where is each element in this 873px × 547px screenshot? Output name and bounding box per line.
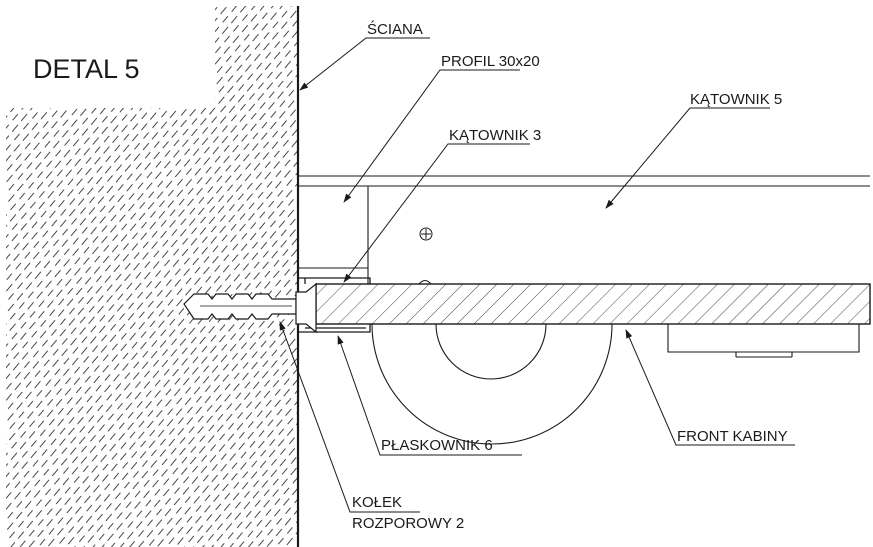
label-front-kabiny: FRONT KABINY — [677, 428, 788, 445]
katownik-5-body — [298, 175, 870, 284]
wall-section — [6, 6, 300, 547]
front-panel — [315, 283, 871, 325]
screw-head-small — [418, 280, 432, 285]
lock-housing — [667, 324, 860, 358]
label-katownik-3: KĄTOWNIK 3 — [449, 127, 541, 144]
label-kolek-line1: KOŁEK — [352, 494, 402, 511]
label-profil: PROFIL 30x20 — [441, 53, 540, 70]
katownik-3 — [298, 277, 371, 284]
label-kolek-line2: ROZPOROWY 2 — [352, 515, 464, 532]
detail-title: DETAL 5 — [33, 54, 140, 84]
wall-plug — [183, 282, 317, 334]
leader-lines — [279, 37, 795, 513]
label-katownik-5: KĄTOWNIK 5 — [690, 91, 782, 108]
screw-icon — [419, 227, 433, 241]
label-plaskownik: PŁASKOWNIK 6 — [381, 437, 493, 454]
roller-wheel — [371, 323, 613, 445]
label-sciana: ŚCIANA — [367, 20, 423, 38]
